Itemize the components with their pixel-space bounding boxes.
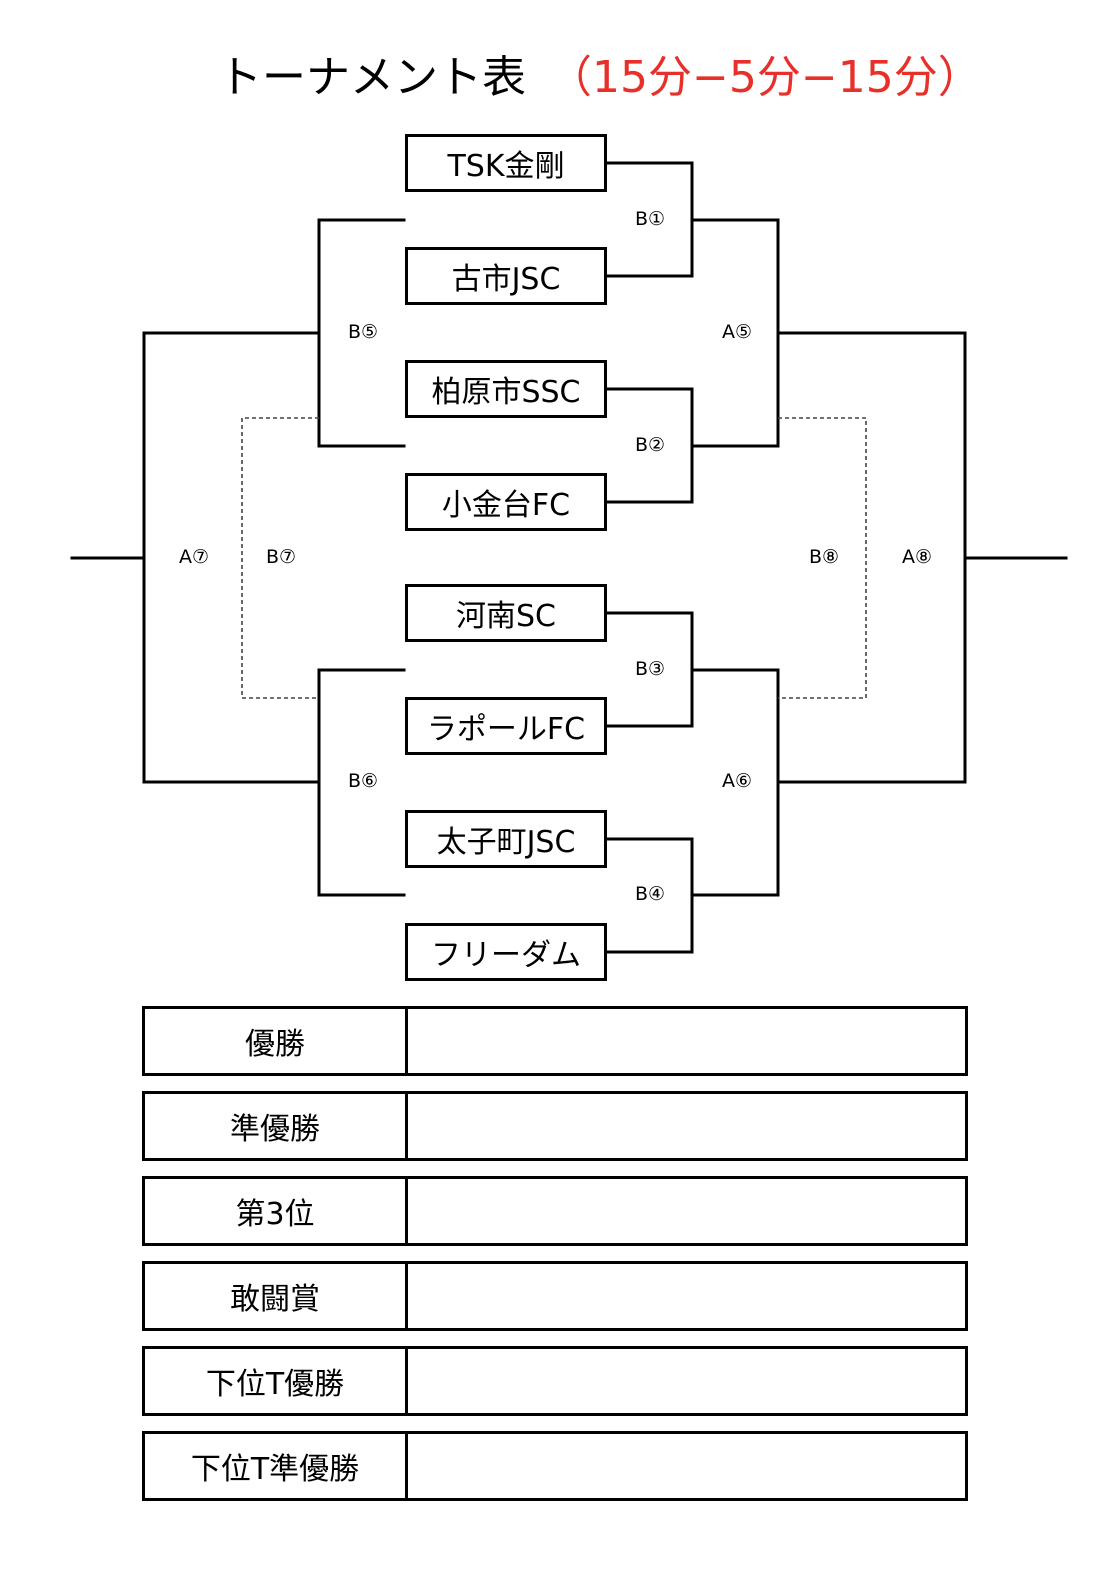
tournament-bracket <box>70 161 1068 954</box>
team-box-4: 小金台FC <box>405 473 607 531</box>
result-label: 下位T準優勝 <box>145 1434 408 1498</box>
result-row-third-place: 第3位 <box>142 1176 968 1246</box>
result-value-field[interactable] <box>408 1094 965 1158</box>
team-box-7: 太子町JSC <box>405 810 607 868</box>
result-row-fighting-spirit: 敢闘賞 <box>142 1261 968 1331</box>
page-title: トーナメント表 <box>218 52 526 103</box>
match-label-b3: B③ <box>634 658 666 680</box>
match-label-b5: B⑤ <box>347 321 379 343</box>
team-box-1: TSK金剛 <box>405 134 607 192</box>
match-label-a5: A⑤ <box>721 321 753 343</box>
result-row-lower-champion: 下位T優勝 <box>142 1346 968 1416</box>
result-row-runner-up: 準優勝 <box>142 1091 968 1161</box>
team-box-3: 柏原市SSC <box>405 360 607 418</box>
match-label-b4: B④ <box>634 883 666 905</box>
connector-b8-dashed <box>778 417 867 699</box>
match-label-a7: A⑦ <box>178 546 210 568</box>
result-label: 準優勝 <box>145 1094 408 1158</box>
match-label-b7: B⑦ <box>265 546 297 568</box>
result-value-field[interactable] <box>408 1349 965 1413</box>
result-label: 第3位 <box>145 1179 408 1243</box>
result-value-field[interactable] <box>408 1179 965 1243</box>
match-label-b1: B① <box>634 208 666 230</box>
result-value-field[interactable] <box>408 1434 965 1498</box>
match-label-b8: B⑧ <box>808 546 840 568</box>
team-box-8: フリーダム <box>405 923 607 981</box>
match-format-subtitle: （15分−5分−15分） <box>548 52 982 103</box>
result-value-field[interactable] <box>408 1009 965 1073</box>
result-value-field[interactable] <box>408 1264 965 1328</box>
match-label-b2: B② <box>634 434 666 456</box>
match-label-a8: A⑧ <box>901 546 933 568</box>
result-row-lower-runner-up: 下位T準優勝 <box>142 1431 968 1501</box>
team-box-6: ラポールFC <box>405 697 607 755</box>
result-row-champion: 優勝 <box>142 1006 968 1076</box>
match-label-a6: A⑥ <box>721 770 753 792</box>
result-label: 優勝 <box>145 1009 408 1073</box>
team-box-5: 河南SC <box>405 584 607 642</box>
connector-b7-dashed <box>241 417 319 699</box>
result-label: 下位T優勝 <box>145 1349 408 1413</box>
team-box-2: 古市JSC <box>405 247 607 305</box>
match-label-b6: B⑥ <box>347 770 379 792</box>
result-label: 敢闘賞 <box>145 1264 408 1328</box>
